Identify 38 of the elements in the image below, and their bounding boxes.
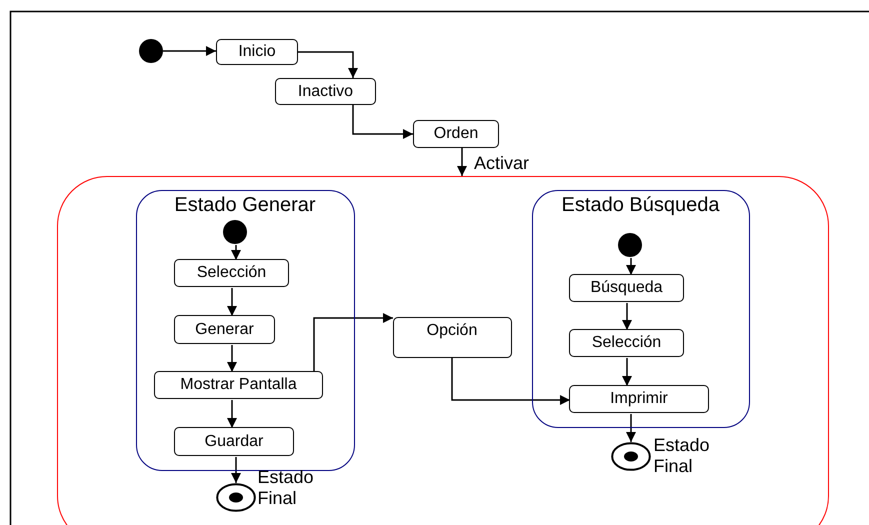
state-box: Guardar [174,427,294,456]
state-box: Selección [174,259,289,287]
initial-state-dot [618,233,642,257]
state-region [57,176,829,525]
state-caption: Estado Final [258,466,315,508]
composite-state-title: Estado Generar [173,194,317,216]
state-box: Opción [392,316,512,358]
transition-arrow [231,457,241,483]
state-box: Búsqueda [569,274,684,302]
state-box: Generar [174,315,275,344]
transition-arrow [163,46,216,56]
state-box: Orden [413,120,499,148]
composite-state-box [136,190,354,470]
state-box: Inicio [216,39,298,65]
transition-arrow [451,358,570,405]
transition-arrow [626,258,636,275]
transition-arrow [352,105,413,139]
composite-state-title: Estado Búsqueda [560,194,720,216]
transition-arrow [227,345,237,372]
transition-arrow [457,148,467,176]
transition-arrow [231,245,241,260]
final-state-symbol [216,482,256,512]
initial-state-dot [223,220,247,244]
transition-arrow [298,51,358,78]
initial-state-dot [139,39,163,63]
transition-arrow [313,313,393,372]
state-box: Inactivo [275,78,376,105]
state-box: Mostrar Pantalla [154,371,323,399]
transition-arrow [227,400,237,428]
state-box: Imprimir [569,385,709,413]
transition-arrow [227,288,237,316]
transition-arrow [622,303,632,330]
transition-arrow [622,358,632,386]
transition-arrow [626,414,636,442]
composite-state-box [532,190,750,428]
final-state-symbol [610,442,650,470]
state-box: Selección [569,329,684,357]
state-caption: Estado Final [654,434,711,476]
